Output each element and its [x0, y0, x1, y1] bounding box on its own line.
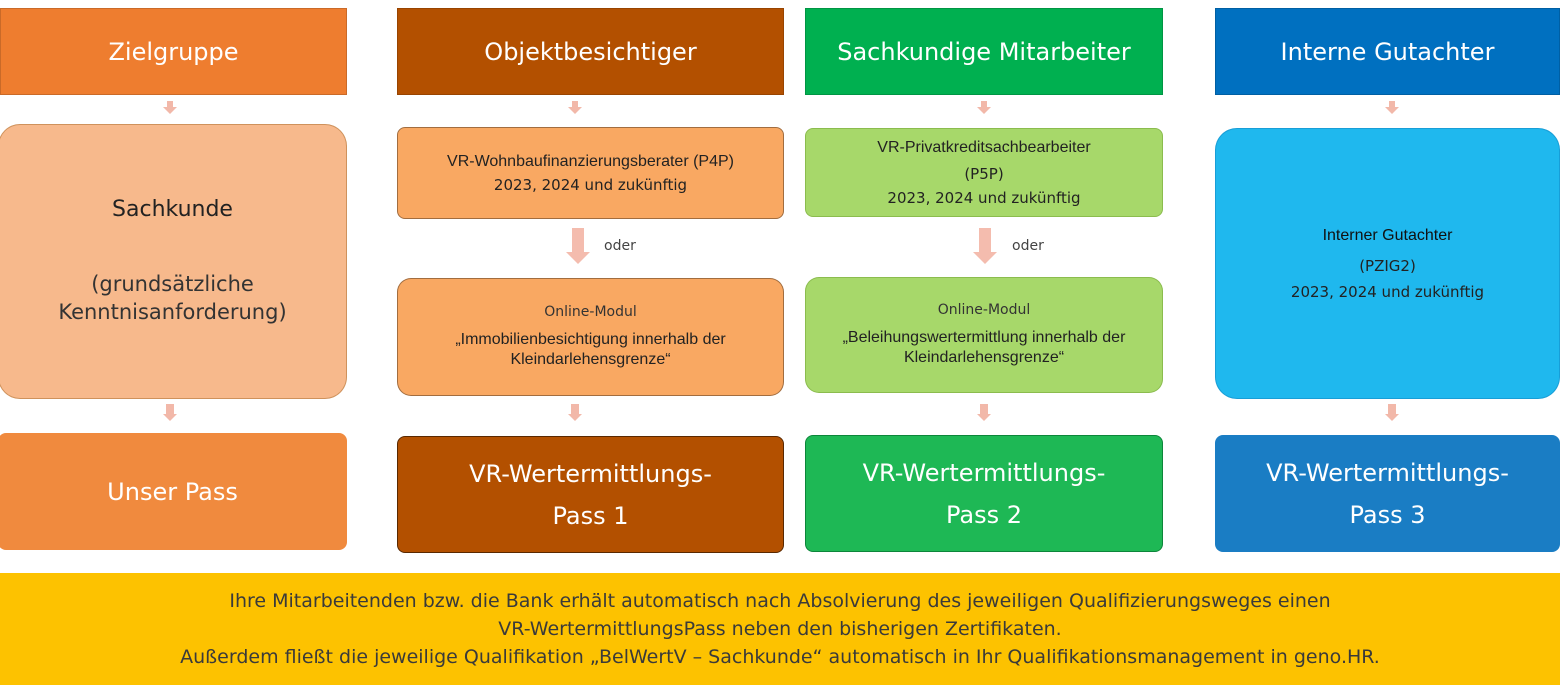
arrow-down-icon — [973, 228, 997, 264]
arrow-down-icon — [566, 228, 590, 264]
sachkunde-subtitle: (grundsätzliche Kenntnisanforderung) — [58, 272, 287, 324]
header-label: Interne Gutachter — [1280, 37, 1495, 66]
header-zielgruppe: Zielgruppe — [0, 8, 347, 95]
arrow-down-icon — [977, 101, 991, 114]
footer-line-1: Ihre Mitarbeitenden bzw. die Bank erhält… — [229, 590, 1331, 612]
pass-line1: VR-Wertermittlungs- — [1266, 458, 1509, 487]
arrow-down-icon — [568, 404, 582, 421]
sachkunde-title: Sachkunde — [112, 197, 233, 222]
header-label: Sachkundige Mitarbeiter — [837, 37, 1131, 66]
online-modul-label: Online-Modul — [544, 304, 637, 320]
pass-line2: Pass 2 — [945, 500, 1022, 529]
p4p-title: VR-Wohnbaufinanzierungsberater (P4P) — [447, 153, 734, 170]
pass-2-box: VR-Wertermittlungs- Pass 2 — [805, 435, 1163, 552]
gutachter-code: (PZIG2) — [1359, 256, 1416, 275]
header-label: Zielgruppe — [108, 37, 239, 66]
footer-line-2: VR-WertermittlungsPass neben den bisheri… — [498, 618, 1062, 640]
unser-pass-label: Unser Pass — [107, 477, 238, 506]
p4p-box: VR-Wohnbaufinanzierungsberater (P4P) 202… — [397, 127, 784, 219]
interner-gutachter-box: Interner Gutachter (PZIG2) 2023, 2024 un… — [1215, 128, 1560, 399]
unser-pass-box: Unser Pass — [0, 433, 347, 550]
online-modul-immobilien-box: Online-Modul „Immobilienbesichtigung inn… — [397, 278, 784, 396]
arrow-down-icon — [163, 404, 177, 421]
header-objektbesichtiger: Objektbesichtiger — [397, 8, 784, 95]
pass-line2: Pass 1 — [552, 501, 629, 530]
arrow-down-icon — [977, 404, 991, 421]
online-modul-title: „Beleihungswertermittlung innerhalb der … — [842, 329, 1126, 366]
online-modul-label: Online-Modul — [937, 302, 1031, 318]
p4p-years: 2023, 2024 und zukünftig — [493, 176, 688, 194]
oder-label: oder — [1012, 238, 1044, 254]
p5p-years: 2023, 2024 und zukünftig — [887, 188, 1081, 207]
oder-label: oder — [604, 238, 636, 254]
pass-line1: VR-Wertermittlungs- — [862, 458, 1106, 487]
gutachter-title: Interner Gutachter — [1322, 226, 1453, 244]
header-label: Objektbesichtiger — [484, 37, 697, 66]
gutachter-years: 2023, 2024 und zukünftig — [1290, 282, 1485, 301]
p5p-box: VR-Privatkreditsachbearbeiter (P5P) 2023… — [805, 128, 1163, 217]
pass-1-box: VR-Wertermittlungs- Pass 1 — [397, 436, 784, 553]
p5p-code: (P5P) — [964, 164, 1004, 183]
online-modul-beleihung-box: Online-Modul „Beleihungswertermittlung i… — [805, 277, 1163, 393]
footer-note: Ihre Mitarbeitenden bzw. die Bank erhält… — [0, 573, 1560, 685]
arrow-down-icon — [163, 101, 177, 114]
pass-line1: VR-Wertermittlungs- — [469, 459, 712, 488]
p5p-title: VR-Privatkreditsachbearbeiter — [877, 138, 1091, 156]
header-interne-gutachter: Interne Gutachter — [1215, 8, 1560, 95]
arrow-down-icon — [1385, 404, 1399, 421]
header-sachkundige-mitarbeiter: Sachkundige Mitarbeiter — [805, 8, 1163, 95]
arrow-down-icon — [568, 101, 582, 114]
sachkunde-box: Sachkunde (grundsätzliche Kenntnisanford… — [0, 124, 347, 399]
online-modul-title: „Immobilienbesichtigung innerhalb der Kl… — [455, 331, 726, 368]
footer-line-3: Außerdem fließt die jeweilige Qualifikat… — [180, 646, 1380, 668]
arrow-down-icon — [1385, 101, 1399, 114]
pass-3-box: VR-Wertermittlungs- Pass 3 — [1215, 435, 1560, 552]
pass-line2: Pass 3 — [1349, 500, 1426, 529]
